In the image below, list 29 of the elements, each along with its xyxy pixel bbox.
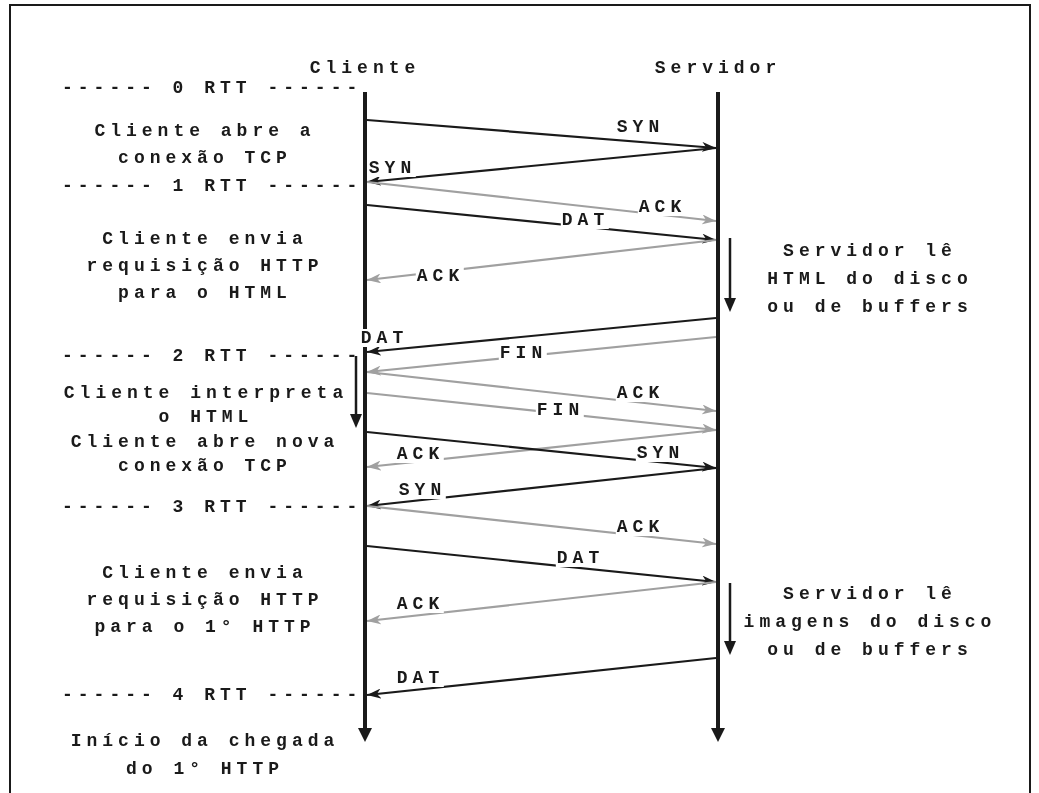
edge-label: ACK [395,445,445,463]
annotation: Servidor lê HTML do disco ou de buffers [766,240,974,319]
message-arrow [366,656,717,699]
annotation: Cliente abre a conexão TCP [93,120,317,170]
time-marker: ------ 1 RTT ------ [62,175,363,198]
time-marker: ------ 4 RTT ------ [62,684,363,707]
edge-label: FIN [498,344,548,362]
edge-label: SYN [367,159,417,177]
time-marker: ------ 0 RTT ------ [62,77,363,100]
lifeline-header: Servidor [654,57,782,80]
edge-label: FIN [535,401,585,419]
annotation: Cliente abre nova conexão TCP [69,431,341,478]
edge-label: DAT [395,669,445,687]
message-arrow [366,316,717,356]
lifeline-header: Cliente [309,57,421,80]
annotation: Início da chegada do 1° HTTP [69,730,341,781]
annotation: Servidor lê imagens do disco ou de buffers [742,583,998,662]
annotation: Cliente envia requisição HTTP para o 1° HTTP [85,562,325,639]
message-arrow [366,504,717,548]
edge-label: DAT [560,211,610,229]
message-arrow [366,180,717,225]
edge-label: SYN [397,481,447,499]
edge-label: ACK [395,595,445,613]
annotation: Cliente interpreta o HTML [62,382,350,429]
message-arrow [366,580,717,625]
message-arrow [366,370,717,415]
annotation: Cliente envia requisição HTTP para o HTML [85,228,325,305]
time-marker: ------ 2 RTT ------ [62,345,363,368]
time-marker: ------ 3 RTT ------ [62,496,363,519]
